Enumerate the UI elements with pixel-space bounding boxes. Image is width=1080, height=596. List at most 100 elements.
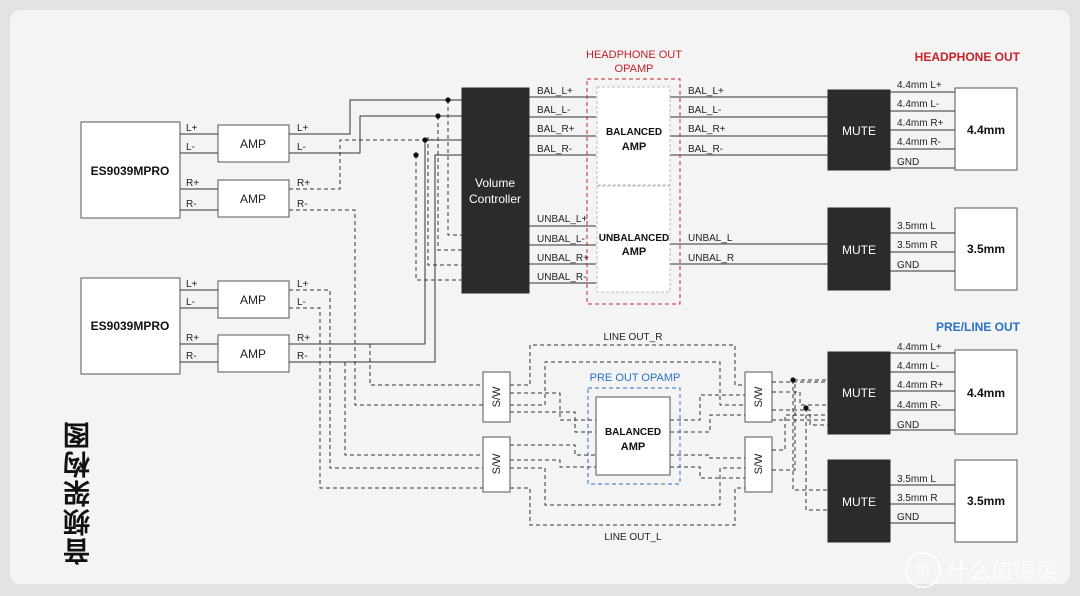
mute-label: MUTE [842, 124, 876, 138]
amp-pin-label: L+ [297, 279, 309, 290]
pre-out-opamp-group: PRE OUT OPAMP BALANCED AMP [587, 372, 681, 485]
unbal-out-label: UNBAL_R [688, 253, 734, 264]
bal-labels: BAL_L+ BAL_L- BAL_R+ BAL_R- UNBAL_L+ UNB… [537, 86, 589, 283]
amp-pin-label: L- [297, 297, 306, 308]
balanced-amp-label-2: AMP [622, 141, 646, 153]
volume-label-line2: Controller [469, 192, 521, 206]
amp-pin-label: L- [297, 142, 306, 153]
amp-block [217, 124, 290, 163]
amp-label: AMP [240, 347, 266, 361]
switch-left-top [482, 371, 511, 423]
junction-dot [445, 97, 451, 103]
watermark: 值 什么值得买 [905, 548, 1075, 592]
junction-dot [413, 152, 419, 158]
amp-blocks: AMP AMP AMP AMP [217, 124, 290, 373]
dac-pin-label: R- [186, 351, 197, 362]
pin-label: 4.4mm L- [897, 99, 939, 110]
dac-pin-labels: L+ L- R+ R- L+ L- R+ R- [186, 123, 199, 362]
switches: S/W S/W S/W S/W [482, 371, 773, 493]
pre-balanced-label-1: BALANCED [605, 427, 661, 438]
headphone-opamp-title-1: HEADPHONE OUT [586, 49, 682, 61]
amp-label: AMP [240, 293, 266, 307]
amp-pin-label: R+ [297, 178, 310, 189]
diagram-panel [10, 10, 1070, 584]
wires [180, 91, 955, 526]
switch-right-bottom [744, 436, 773, 493]
line-out-r-label: LINE OUT_R [604, 332, 663, 343]
junction-dot [422, 137, 428, 143]
bal-label: BAL_R- [537, 144, 572, 155]
amp-pin-label: L+ [297, 123, 309, 134]
connector-35-box [954, 207, 1018, 291]
connector-35-label: 3.5mm [967, 242, 1005, 256]
headphone-44-pin-labels: 4.4mm L+ 4.4mm L- 4.4mm R+ 4.4mm R- GND [897, 80, 944, 168]
dac-1: ES9039MPRO [80, 121, 181, 219]
junction-dot [435, 113, 441, 119]
amp-label: AMP [240, 137, 266, 151]
dac-label: ES9039MPRO [91, 319, 170, 333]
junction-dots [413, 97, 809, 411]
dac-pin-label: L+ [186, 123, 198, 134]
unbal-label: UNBAL_R+ [537, 253, 589, 264]
pre-connector-44-box [954, 349, 1018, 435]
balanced-amp-box [596, 86, 671, 186]
pin-label: 4.4mm R+ [897, 380, 944, 391]
headphone-opamp-title-2: OPAMP [615, 63, 654, 75]
headphone-opamp-frame [586, 78, 681, 305]
connectors: 4.4mm 3.5mm 4.4mm 3.5mm [954, 87, 1018, 543]
pre-connector-35-box [954, 459, 1018, 543]
pre-mute-block-35 [827, 459, 891, 543]
mute-block-44 [827, 89, 891, 171]
unbalanced-amp-box [596, 185, 671, 293]
pin-label: GND [897, 512, 919, 523]
switch-label: S/W [491, 453, 503, 474]
mute-label: MUTE [842, 243, 876, 257]
dac-pin-label: R+ [186, 333, 199, 344]
pin-label: 4.4mm L- [897, 361, 939, 372]
pin-label: 4.4mm R- [897, 400, 941, 411]
unbal-label: UNBAL_L- [537, 234, 585, 245]
amp-label: AMP [240, 192, 266, 206]
pre-balanced-label-2: AMP [621, 441, 645, 453]
bal-out-label: BAL_L- [688, 105, 721, 116]
dac-2: ES9039MPRO [80, 277, 181, 375]
pre-connector-35-label: 3.5mm [967, 494, 1005, 508]
dac-pin-label: L- [186, 297, 195, 308]
volume-controller: Volume Controller [461, 87, 530, 294]
amp-pin-labels: L+ L- R+ R- L+ L- R+ R- [297, 123, 310, 362]
headphone-out-heading: HEADPHONE OUT [915, 50, 1021, 64]
bal-label: BAL_R+ [537, 124, 575, 135]
headphone-35-pin-labels: 3.5mm L 3.5mm R GND [897, 221, 938, 271]
dac-pin-label: L- [186, 142, 195, 153]
bal-label: BAL_L+ [537, 86, 573, 97]
dac-pin-label: R- [186, 199, 197, 210]
headphone-opamp-group: HEADPHONE OUT OPAMP BALANCED AMP UNBALAN… [586, 49, 682, 305]
bal-label: BAL_L- [537, 105, 570, 116]
junction-dot [803, 405, 809, 411]
switch-label: S/W [753, 453, 765, 474]
pre-out-opamp-frame [587, 387, 681, 485]
pin-label: 4.4mm L+ [897, 80, 942, 91]
pre-out-opamp-title: PRE OUT OPAMP [590, 372, 681, 384]
unbal-label: UNBAL_R- [537, 272, 586, 283]
bal-out-label: BAL_R- [688, 144, 723, 155]
connector-44-box [954, 87, 1018, 171]
switch-right-top [744, 371, 773, 423]
pre-44-pin-labels: 4.4mm L+ 4.4mm L- 4.4mm R+ 4.4mm R- GND [897, 342, 944, 431]
pin-label: 4.4mm R- [897, 137, 941, 148]
unbal-out-label: UNBAL_L [688, 233, 733, 244]
pin-label: 3.5mm L [897, 221, 936, 232]
dac-label: ES9039MPRO [91, 164, 170, 178]
amp-pin-label: R- [297, 199, 308, 210]
mute-block-35 [827, 207, 891, 291]
amp-block [217, 179, 290, 218]
pin-label: 3.5mm L [897, 474, 936, 485]
unbal-label: UNBAL_L+ [537, 214, 587, 225]
pin-label: 3.5mm R [897, 240, 938, 251]
pin-label: 4.4mm L+ [897, 342, 942, 353]
bal-out-label: BAL_R+ [688, 124, 726, 135]
amp-block [217, 280, 290, 319]
switch-label: S/W [753, 386, 765, 407]
